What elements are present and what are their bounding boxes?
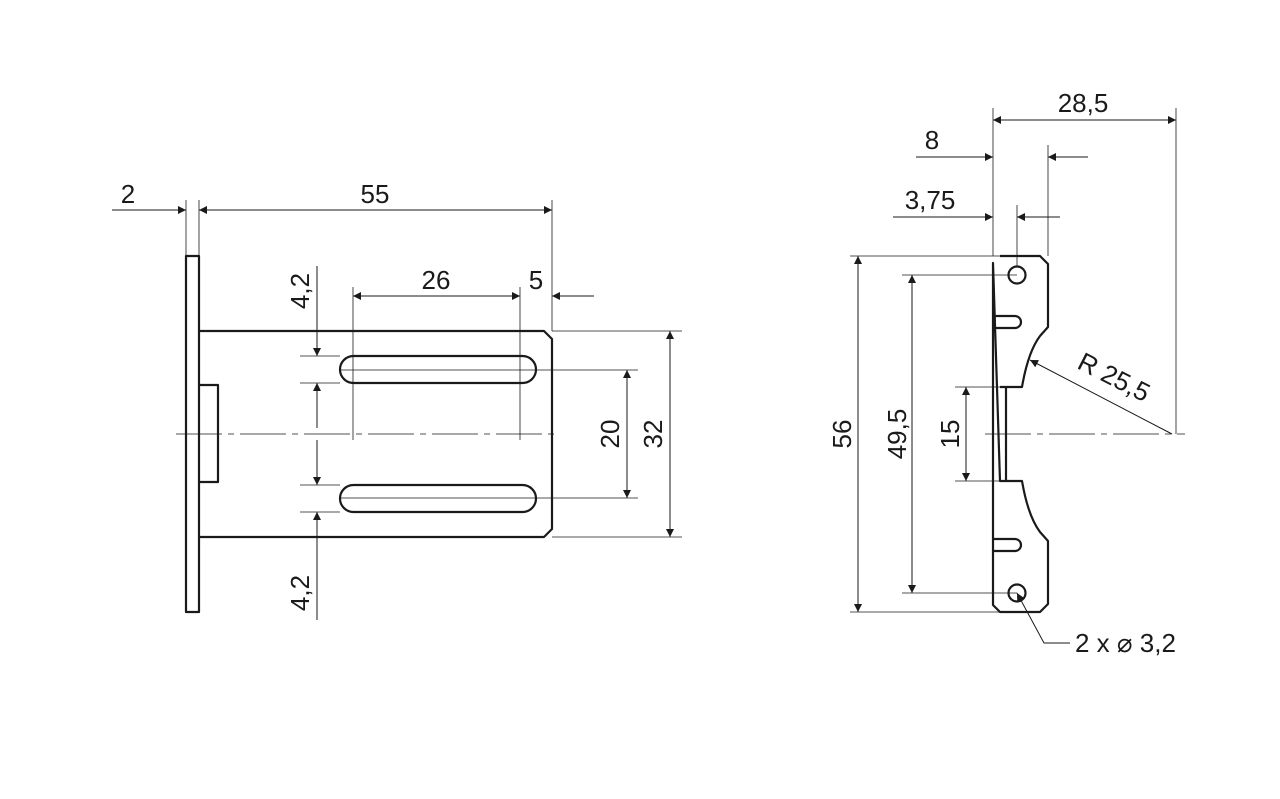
dim-line-radius [1029,359,1173,435]
label-overall: 28,5 [1058,88,1109,118]
side-lower-notch [993,537,1023,553]
side-view: 28,5 8 3,75 56 49,5 15 R 25,5 2 x ⌀ 3,2 [827,88,1185,658]
label-hole-offset: 8 [925,125,939,155]
label-slot-offset: 3,75 [905,185,956,215]
label-top-margin: 4,2 [285,273,315,309]
front-view: 2 55 26 5 4,2 4,2 20 32 [112,179,682,620]
label-slot-spacing: 20 [595,420,625,449]
label-slot-end: 5 [529,265,543,295]
side-extension-lines [850,108,1177,613]
front-extension-lines [185,200,682,538]
leader-holes [1016,592,1070,644]
label-height: 56 [827,420,857,449]
front-upper-slot [338,354,538,385]
label-hole-pitch: 49,5 [882,409,912,460]
label-bottom-margin: 4,2 [285,575,315,611]
front-lower-slot [338,483,538,514]
side-upper-notch [993,314,1023,330]
label-radius: R 25,5 [1073,346,1155,408]
label-width: 32 [638,420,668,449]
label-length: 55 [361,179,390,209]
label-slot-length: 26 [422,265,451,295]
label-holes: 2 x ⌀ 3,2 [1075,628,1176,658]
label-thickness: 2 [121,179,135,209]
label-center-flat: 15 [935,420,965,449]
